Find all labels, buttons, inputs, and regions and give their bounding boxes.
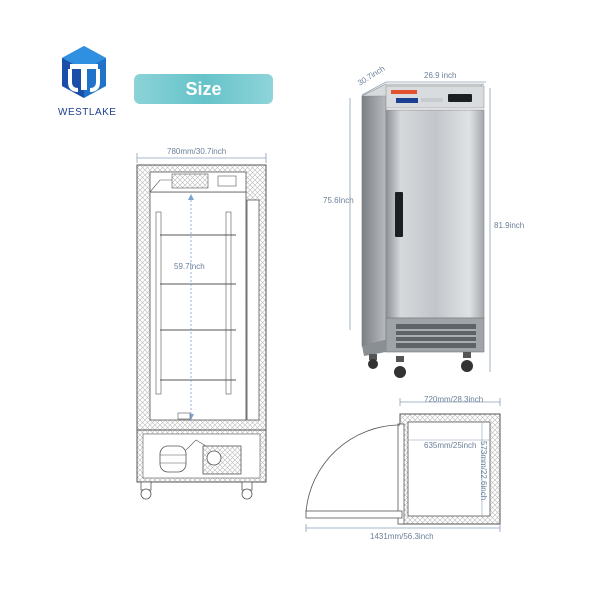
total-height-label: 81.9inch [494,221,525,230]
size-title: Size [185,78,222,99]
front-width-label: 780mm/30.7inch [167,147,227,156]
top-width-label: 720mm/28.3inch [424,395,484,404]
unit-width-label: 26.9 inch [424,71,457,80]
inner-width-label: 635mm/25inch [424,441,477,450]
brand-name: WESTLAKE [58,107,117,118]
door-swing-width-label: 1431mm/56.3inch [370,532,434,541]
interior-height-label: 59.7Inch [174,262,205,271]
top-view-drawing [305,398,501,532]
refrigerator-photo-icon [349,81,491,378]
size-title-pill: Size [134,74,273,104]
front-section-drawing [136,153,267,500]
inner-depth-label: 573mm/22.6inch [479,441,488,501]
body-height-label: 75.6Inch [323,196,354,205]
